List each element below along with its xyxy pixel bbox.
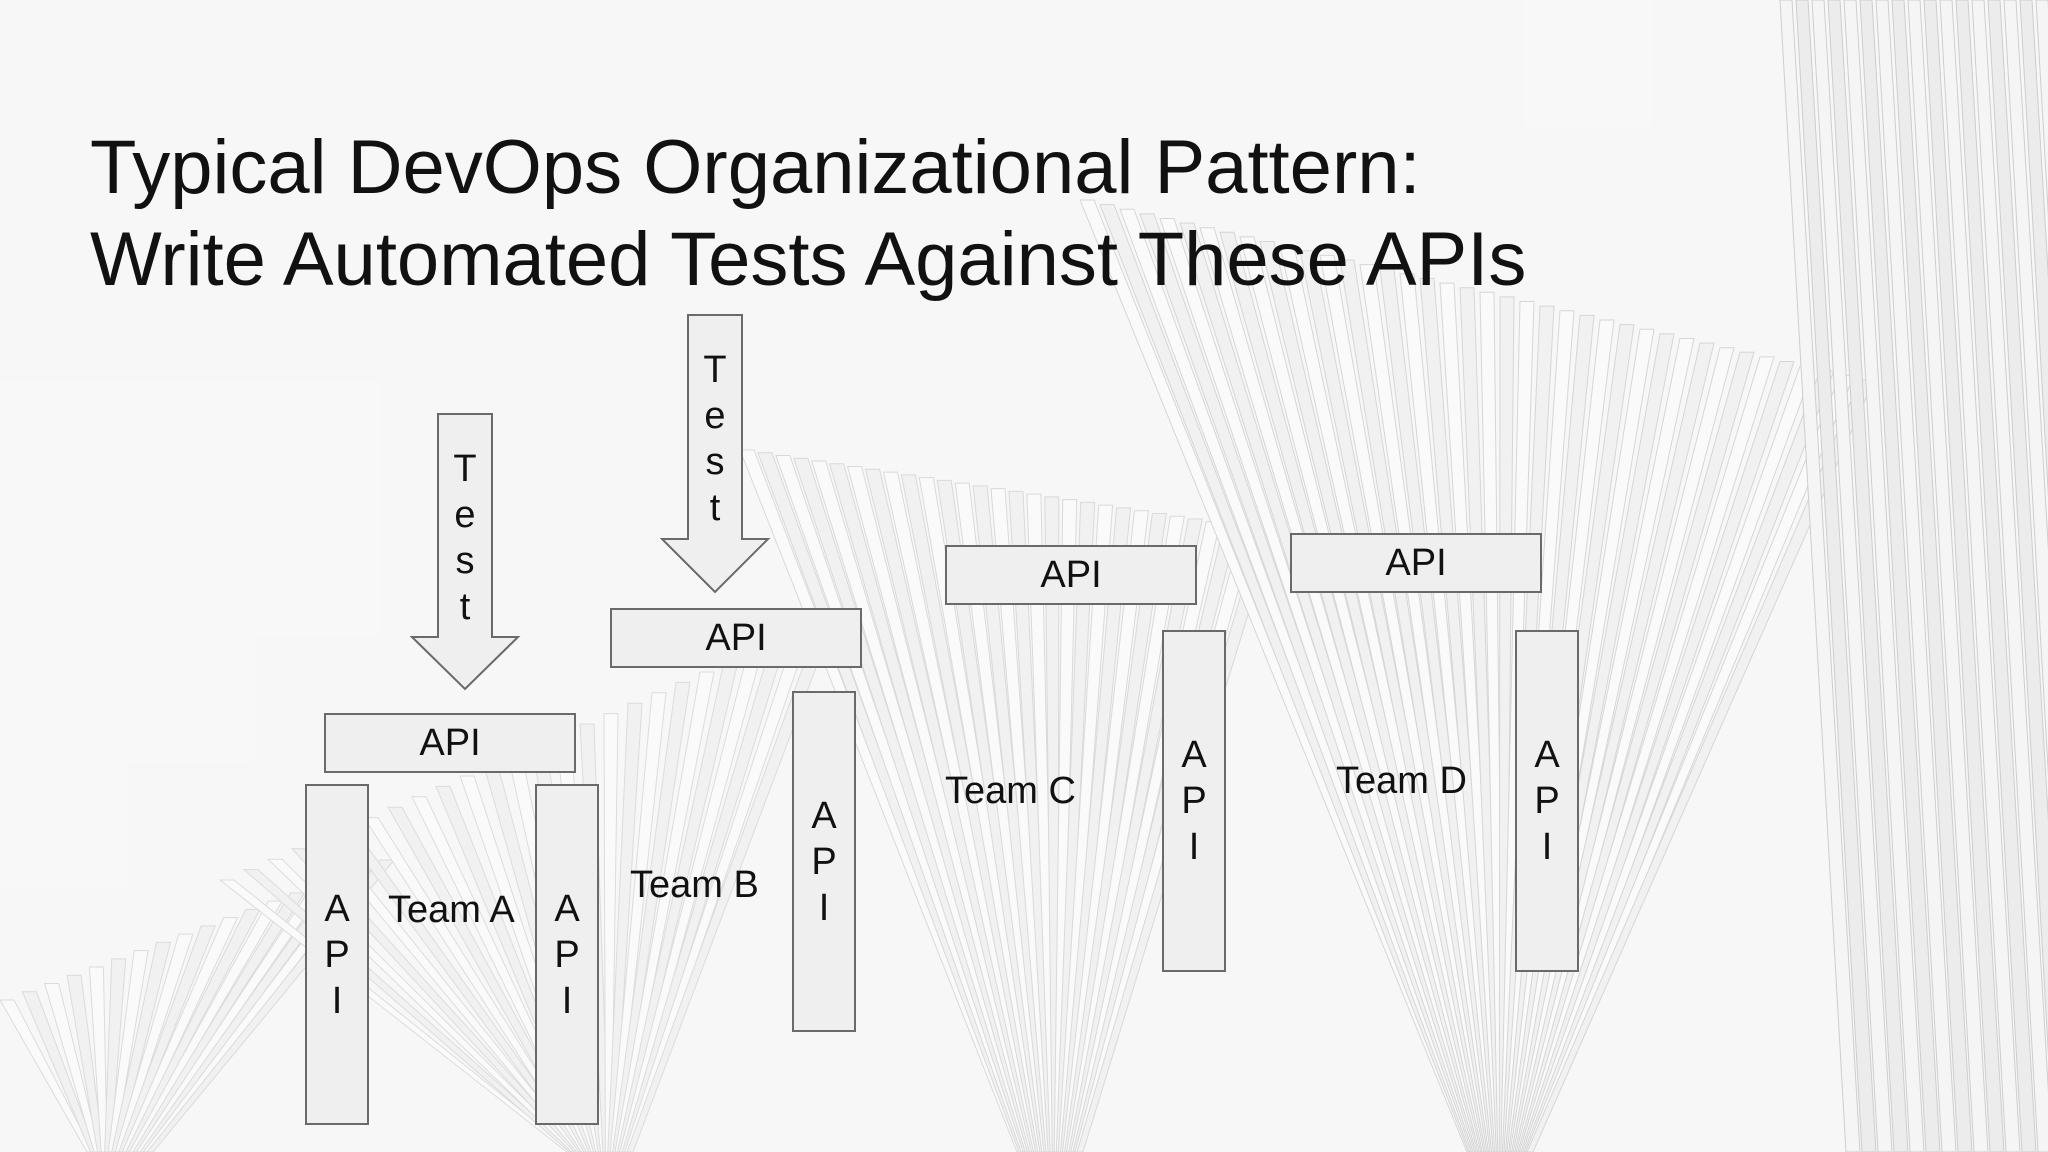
api-letter-i: I <box>1188 826 1200 868</box>
team-d-api-top: API <box>1290 533 1542 593</box>
api-letter-i: I <box>818 886 830 929</box>
test-letter-t: T <box>703 349 727 391</box>
api-letter-i: I <box>331 979 343 1022</box>
api-label: API <box>419 721 481 764</box>
api-letter-i: I <box>561 979 573 1022</box>
api-letter-p: P <box>324 933 350 976</box>
team-a-label: Team A <box>388 889 515 931</box>
team-b-api-top: API <box>610 608 862 668</box>
test-letter-t2: t <box>709 487 721 529</box>
api-letter-p: P <box>811 840 837 883</box>
team-d-api-right: A P I <box>1515 630 1579 972</box>
test-arrow-team-b-label: T e s t <box>690 347 740 531</box>
test-letter-e: e <box>704 395 726 437</box>
api-letter-a: A <box>324 887 350 930</box>
api-letter-a: A <box>811 794 837 837</box>
team-a-api-top: API <box>324 713 576 773</box>
test-arrow-team-a-label: T e s t <box>440 446 490 630</box>
slide-title-line-1: Typical DevOps Organizational Pattern: <box>90 125 1421 210</box>
api-letter-p: P <box>1534 780 1560 822</box>
api-label: API <box>1385 541 1447 584</box>
api-letter-a: A <box>1181 734 1207 776</box>
team-d-label: Team D <box>1336 760 1467 802</box>
api-letter-p: P <box>554 933 580 976</box>
test-letter-t2: t <box>459 586 471 628</box>
test-letter-s: s <box>455 540 475 582</box>
api-label: API <box>1040 553 1102 596</box>
team-b-label: Team B <box>630 864 759 906</box>
test-letter-t: T <box>453 448 477 490</box>
team-a-api-right: A P I <box>535 784 599 1125</box>
test-arrow-team-a <box>410 413 521 691</box>
api-letter-a: A <box>1534 734 1560 776</box>
test-letter-e: e <box>454 494 476 536</box>
team-b-api-right: A P I <box>792 691 856 1032</box>
team-a-api-left: A P I <box>305 784 369 1125</box>
team-c-label: Team C <box>945 770 1076 812</box>
team-c-api-right: A P I <box>1162 630 1226 972</box>
slide-title-line-2: Write Automated Tests Against These APIs <box>90 217 1527 302</box>
team-c-api-top: API <box>945 545 1197 605</box>
test-letter-s: s <box>705 441 725 483</box>
api-letter-p: P <box>1181 780 1207 822</box>
api-letter-a: A <box>554 887 580 930</box>
test-arrow-team-b <box>660 314 771 594</box>
api-letter-i: I <box>1541 826 1553 868</box>
slide-title: Typical DevOps Organizational Pattern: W… <box>90 122 1526 306</box>
api-label: API <box>705 616 767 659</box>
